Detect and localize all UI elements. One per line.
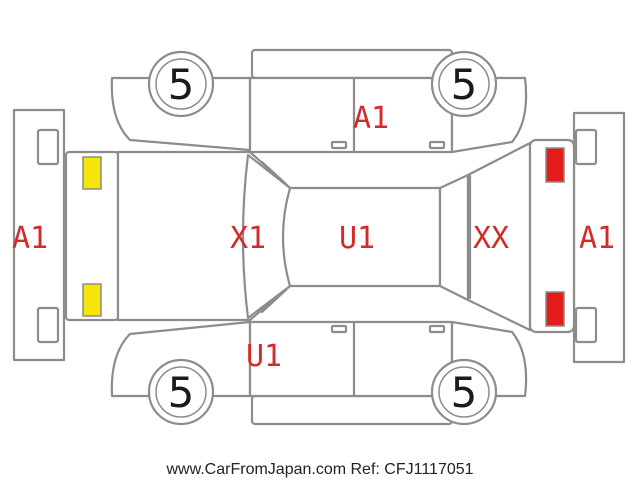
car-body-top-view <box>116 141 532 332</box>
damage-code-left-doors: U1 <box>246 339 282 374</box>
tire-rear-right: 5 <box>430 50 498 118</box>
rear-panel <box>528 138 576 334</box>
front-headlight-upper <box>82 156 102 190</box>
front-headlight-lower <box>82 283 102 317</box>
rear-taillight-upper <box>545 147 565 183</box>
rear-taillight-lower <box>545 291 565 327</box>
footer-reference: www.CarFromJapan.com Ref: CFJ1117051 <box>165 461 473 478</box>
damage-code-rear-bumper: A1 <box>579 221 615 256</box>
tire-front-left: 5 <box>147 358 215 426</box>
front-panel <box>64 150 120 322</box>
tire-rear-left: 5 <box>430 358 498 426</box>
damage-code-roof: U1 <box>339 221 375 256</box>
tire-front-left-value: 5 <box>168 368 195 417</box>
tire-rear-right-value: 5 <box>451 60 478 109</box>
damage-code-right-doors: A1 <box>353 101 389 136</box>
tire-front-right-value: 5 <box>168 60 195 109</box>
damage-code-bonnet: X1 <box>230 221 266 256</box>
damage-code-front-bumper: A1 <box>12 221 48 256</box>
front-bumper <box>12 108 66 362</box>
tire-front-right: 5 <box>147 50 215 118</box>
tire-rear-left-value: 5 <box>451 368 478 417</box>
damage-code-rear-glass: XX <box>473 221 509 256</box>
